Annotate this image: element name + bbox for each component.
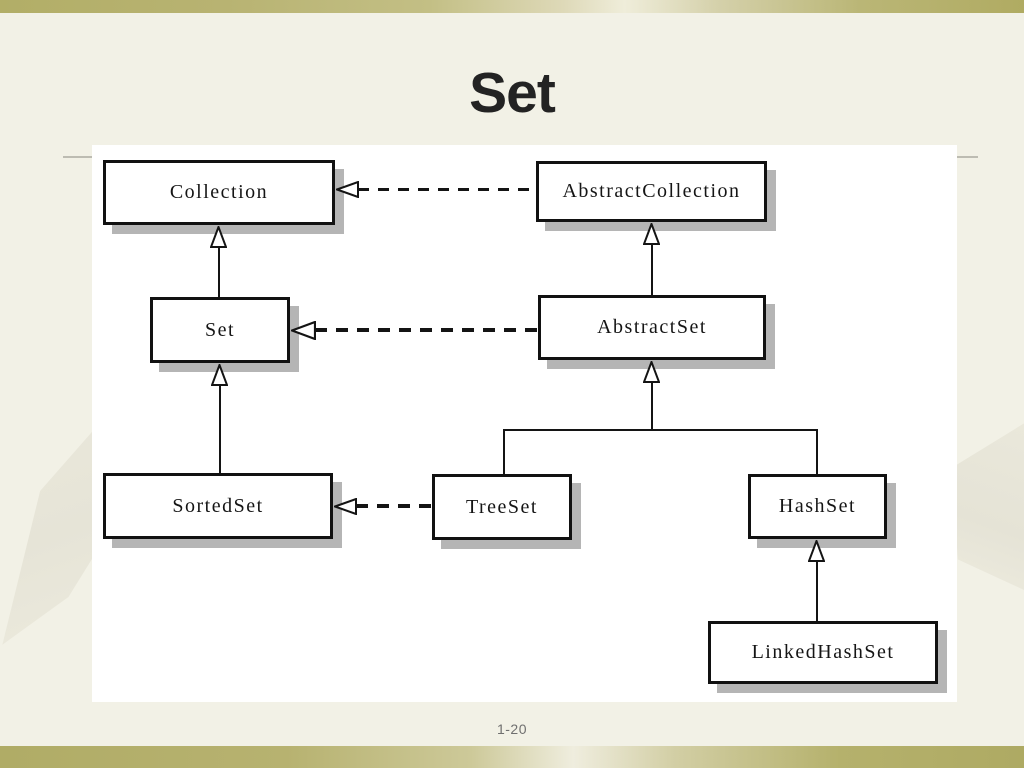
edge-branch-horizontal-line [503,429,818,431]
dependency-arrowhead-icon [291,321,316,340]
edge-sortedset-to-set-line [219,385,221,473]
class-label-set: Set [204,318,236,341]
inheritance-arrowhead-icon [211,364,228,386]
inheritance-arrowhead-icon [808,540,825,562]
class-box-abstract-collection: AbstractCollection [536,161,767,222]
edge-abstractcollection-to-collection-dashed [358,188,536,191]
dependency-arrowhead-icon [336,181,359,198]
dependency-arrowhead-icon [334,498,357,515]
class-label-sorted-set: SortedSet [172,494,264,517]
class-box-hash-set: HashSet [748,474,887,539]
bottom-accent-bar [0,746,1024,768]
background-watermark-right [952,423,1024,590]
page-number: 1-20 [496,721,528,737]
class-box-set: Set [150,297,290,363]
edge-linkedhashset-to-hashset-line [816,561,818,621]
edge-set-to-collection-line [218,247,220,297]
class-label-collection: Collection [169,181,269,203]
class-label-tree-set: TreeSet [466,495,538,518]
top-accent-bar [0,0,1024,13]
edge-abstractset-to-abstractcollection-line [651,244,653,295]
class-label-linked-hash-set: LinkedHashSet [751,641,895,663]
edge-treeset-to-sortedset-dashed [356,504,432,508]
class-box-linked-hash-set: LinkedHashSet [708,621,938,684]
class-box-collection: Collection [103,160,335,225]
class-label-hash-set: HashSet [778,495,857,517]
edge-branch-to-hashset-line [816,429,818,474]
inheritance-arrowhead-icon [643,223,660,245]
class-box-tree-set: TreeSet [432,474,572,540]
class-box-sorted-set: SortedSet [103,473,333,539]
diagram-panel: Collection AbstractCollection Set Abstra… [92,145,957,702]
class-box-abstract-set: AbstractSet [538,295,766,360]
inheritance-arrowhead-icon [643,361,660,383]
class-label-abstract-set: AbstractSet [597,316,707,338]
edge-branch-to-treeset-line [503,429,505,474]
slide-title: Set [469,61,556,125]
edge-branch-stem-line [651,382,653,430]
class-label-abstract-collection: AbstractCollection [562,180,741,202]
edge-abstractset-to-set-dashed [315,328,538,332]
inheritance-arrowhead-icon [210,226,227,248]
